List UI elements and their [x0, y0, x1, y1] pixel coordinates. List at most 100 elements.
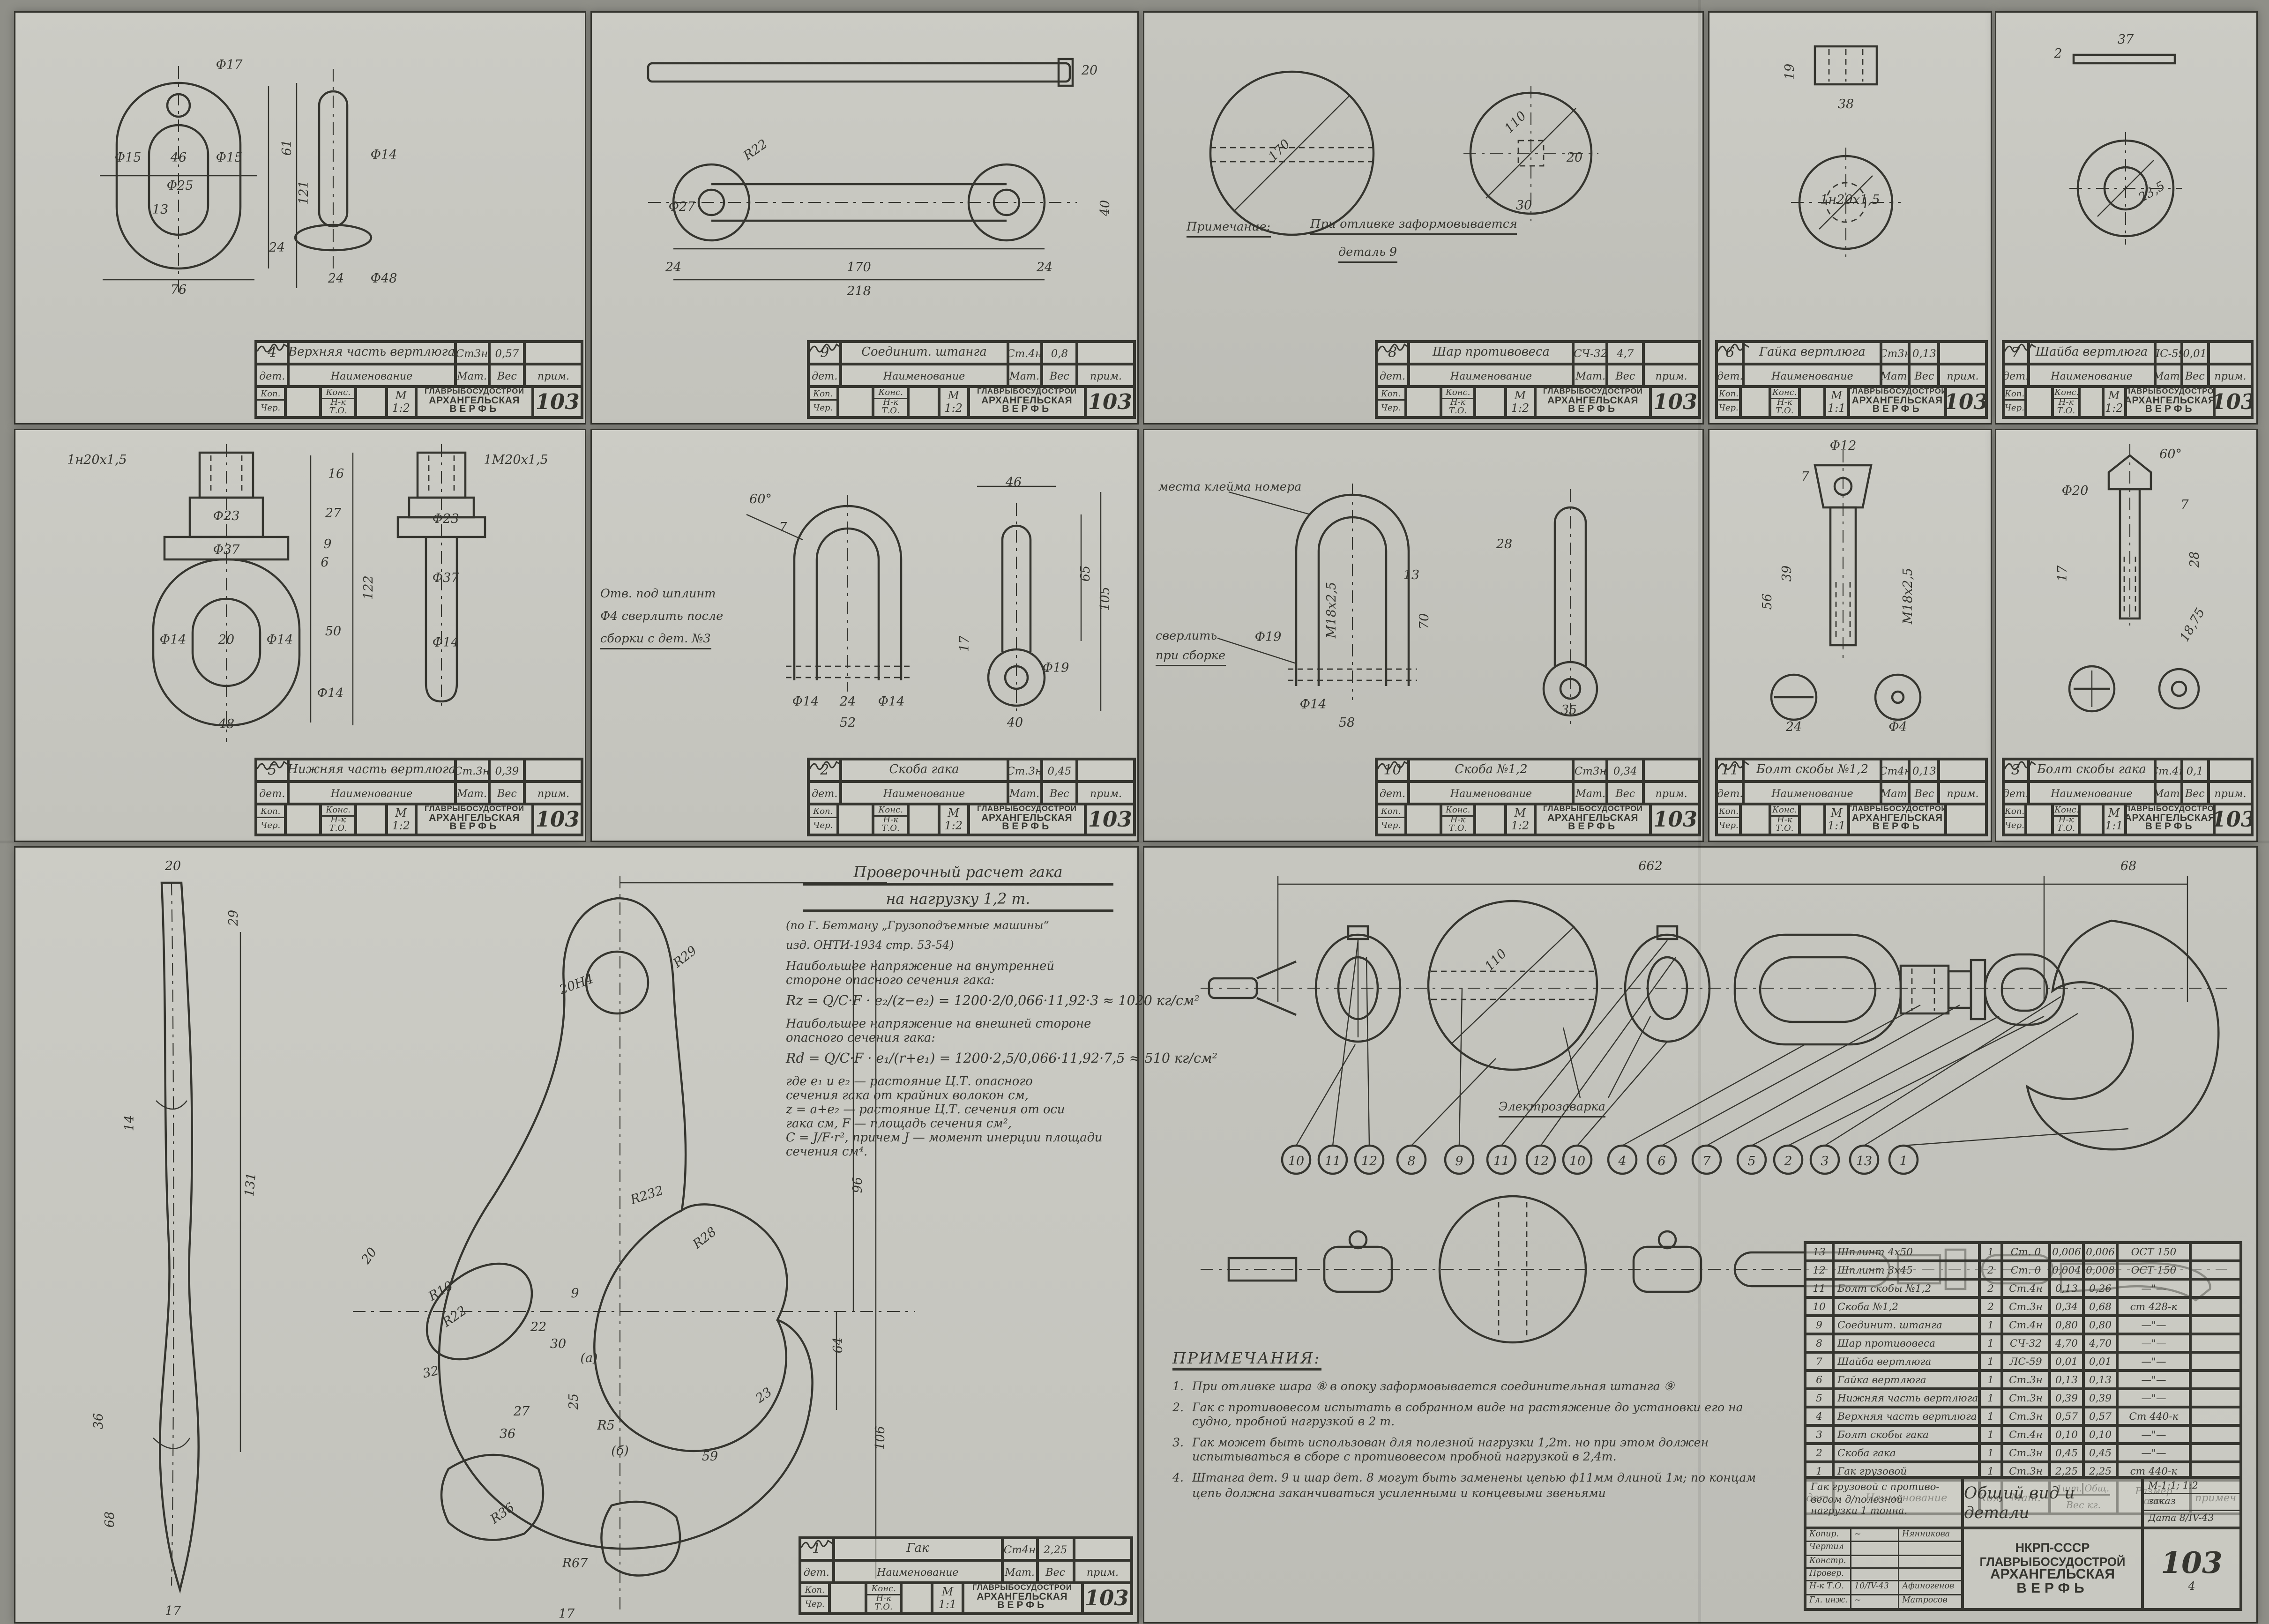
parts-cell — [2190, 1371, 2241, 1389]
dim-label: (б) — [611, 1444, 629, 1458]
parts-cell: 5 — [1805, 1389, 1833, 1407]
dim-label: 70 — [1417, 613, 1432, 629]
label-prim: прим. — [1077, 364, 1134, 387]
parts-cell: 0,10 — [2083, 1425, 2117, 1444]
dim-label: 65 — [1078, 566, 1093, 581]
notes-title: ПРИМЕЧАНИЯ: — [1172, 1349, 1321, 1371]
parts-cell: 0,39 — [2050, 1389, 2083, 1407]
part-material: Ст.4н — [1007, 342, 1042, 364]
dim-label: 218 — [846, 284, 871, 298]
dim-label: Ф14 — [371, 148, 397, 162]
label-ves: Вес — [1037, 1560, 1074, 1583]
part-note-cell — [2209, 759, 2252, 782]
dim-label: 29 — [226, 910, 241, 926]
label-kons-nk: Конс.Н-к Т.О. — [321, 804, 356, 835]
dim-label: М18х2,5 — [1901, 568, 1915, 625]
balloon-circle — [1527, 1146, 1555, 1174]
balloon-number: 8 — [1407, 1154, 1415, 1169]
parts-cell: Ст.3н — [2002, 1371, 2050, 1389]
dim-label: 64 — [831, 1337, 845, 1353]
part-name: Гайка вертлюга — [1743, 342, 1881, 364]
sheet-number: 103 — [2215, 387, 2252, 417]
title-block: 10 Скоба №1,2 Ст3н 0,34 дет. Наименовани… — [1375, 758, 1701, 836]
balloon-circle — [1397, 1146, 1426, 1174]
parts-cell: —"— — [2117, 1444, 2190, 1462]
dim-label: R232 — [628, 1183, 665, 1207]
dim-label: Ф23 — [433, 512, 459, 526]
sheet-number: 103 — [1651, 387, 1700, 417]
dim-label: 110 — [1482, 946, 1509, 974]
part-note-cell — [1939, 342, 1986, 364]
dim-label: 13 — [152, 202, 168, 217]
parts-cell — [2190, 1334, 2241, 1352]
parts-cell: —"— — [2117, 1371, 2190, 1389]
label-det: дет. — [1717, 782, 1744, 804]
label-naimenovanie: Наименование — [288, 782, 455, 804]
crew-cell: Провер. — [1806, 1568, 1851, 1580]
annotation: Ф4 сверлить после — [600, 610, 724, 624]
parts-cell — [2190, 1279, 2241, 1297]
label-kop-cher: Коп.Чер. — [2003, 387, 2026, 417]
part-name: Гак — [833, 1538, 1002, 1560]
parts-cell: 2 — [1805, 1444, 1833, 1462]
balloon-circle — [1319, 1146, 1347, 1174]
parts-cell: 0,80 — [2050, 1316, 2083, 1334]
dim-label: 24 — [1785, 720, 1802, 734]
parts-cell: ЛС-59 — [2002, 1352, 2050, 1371]
sheet-number: 103 — [2215, 804, 2252, 835]
label-mat: Мат. — [1007, 364, 1042, 387]
dim-label: 19 — [1783, 64, 1797, 80]
crew-cell: 10/IV-43 — [1851, 1581, 1899, 1594]
parts-cell: Ст. 0 — [2002, 1261, 2050, 1279]
parts-cell: 0,26 — [2083, 1279, 2117, 1297]
parts-cell: —"— — [2117, 1389, 2190, 1407]
label-prim: прим. — [525, 364, 582, 387]
dim-label: 59 — [702, 1449, 718, 1464]
empty-cell — [901, 1583, 933, 1614]
parts-cell: Ст.3н — [2002, 1297, 2050, 1316]
balloon-circle — [1445, 1146, 1473, 1174]
dim-label: 52 — [840, 715, 856, 730]
dim-label: Ф14 — [433, 635, 459, 650]
dim-label: 170 — [847, 260, 871, 275]
parts-cell: СЧ-32 — [2002, 1334, 2050, 1352]
signature-cell — [1405, 804, 1441, 835]
annotation: Отв. под шплинт — [600, 588, 716, 602]
parts-cell: 0,13 — [2050, 1279, 2083, 1297]
dim-label: Ф27 — [669, 200, 696, 214]
balloon-circle — [1811, 1146, 1839, 1174]
label-naimenovanie: Наименование — [833, 1560, 1002, 1583]
dim-label: 48 — [218, 717, 234, 731]
parts-cell: Ст.3н — [2002, 1444, 2050, 1462]
part-material: ЛС-59 — [2155, 342, 2181, 364]
sheet-number: 103 — [1085, 804, 1134, 835]
label-mat: Мат. — [1573, 364, 1608, 387]
dim-label: 76 — [171, 283, 187, 297]
dim-label: 27 — [325, 506, 342, 521]
label-naimenovanie: Наименование — [841, 364, 1008, 387]
balloon-number: 1 — [1899, 1154, 1907, 1169]
dim-label: 46 — [1005, 475, 1022, 490]
sheet-number: 103 — [533, 804, 582, 835]
parts-cell: Шайба вертлюга — [1833, 1352, 1979, 1371]
dim-label: Ф17 — [216, 58, 243, 72]
parts-cell: 0,13 — [2083, 1371, 2117, 1389]
crew-cell: Афиногенов — [1902, 1583, 1955, 1592]
annotation: Электрозаварка — [1499, 1101, 1605, 1117]
sheet-number: 103 — [1651, 804, 1700, 835]
dim-label: R5 — [597, 1418, 615, 1433]
label-mat: Мат. — [2155, 782, 2181, 804]
part-weight: 0,8 — [1041, 342, 1078, 364]
